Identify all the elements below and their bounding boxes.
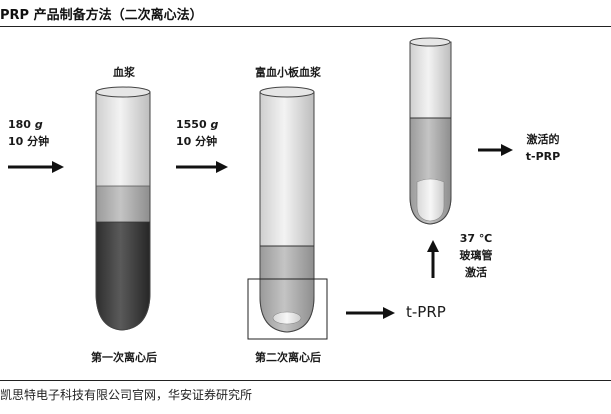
- tube-1-bottom-label: 第一次离心后: [91, 351, 157, 364]
- title-divider: [0, 26, 611, 27]
- activation-vessel: 玻璃管: [459, 249, 493, 262]
- tube-2-second-centrifugation: [247, 86, 328, 340]
- result-label: 激活的 t-PRP: [526, 131, 560, 165]
- tube-2-bottom-label: 第二次离心后: [255, 351, 321, 364]
- step-2-label: 1550 g 10 分钟: [176, 116, 218, 150]
- tube-1-rim: [95, 86, 151, 98]
- arrow-step-2: [176, 161, 228, 173]
- tube-1-red-cell-layer: [96, 222, 150, 330]
- result-line-1: 激活的: [526, 133, 560, 146]
- activation-temperature: 37 ℃: [459, 232, 493, 245]
- step-1-time: 10 分钟: [8, 135, 50, 148]
- figure-title: PRP 产品制备方法（二次离心法）: [0, 8, 203, 23]
- activation-conditions: 37 ℃ 玻璃管 激活: [460, 230, 493, 281]
- tube-2-pellet: [272, 311, 302, 325]
- step-2-time: 10 分钟: [176, 135, 218, 148]
- tube-1-first-centrifugation: [95, 86, 151, 331]
- tube-2-plasma-layer: [260, 246, 314, 332]
- tube-3-activation: [409, 37, 452, 225]
- tube-3-gel: [416, 178, 445, 222]
- arrow-to-result: [478, 144, 513, 156]
- tube-3-rim: [409, 37, 451, 47]
- step-1-label: 180 g 10 分钟: [8, 116, 49, 150]
- activation-action: 激活: [465, 266, 487, 279]
- tube-2-top-label: 富血小板血浆: [255, 66, 321, 79]
- tprp-highlight-box: [247, 278, 328, 340]
- step-2-speed-unit: g: [210, 118, 219, 131]
- tube-2-rim: [259, 86, 315, 98]
- result-line-2: t-PRP: [525, 150, 561, 163]
- source-divider: [0, 380, 611, 381]
- tube-1-buffy-layer: [96, 186, 150, 222]
- tprp-label: t-PRP: [406, 303, 446, 321]
- arrow-to-tprp: [346, 307, 395, 319]
- tube-1-top-label: 血浆: [113, 66, 135, 79]
- arrow-up-activation: [427, 240, 439, 278]
- arrow-step-1: [8, 161, 64, 173]
- source-note: 凯思特电子科技有限公司官网，华安证券研究所: [0, 388, 253, 402]
- step-1-speed-unit: g: [34, 118, 43, 131]
- step-1-speed-value: 180: [8, 118, 31, 131]
- step-2-speed-value: 1550: [176, 118, 207, 131]
